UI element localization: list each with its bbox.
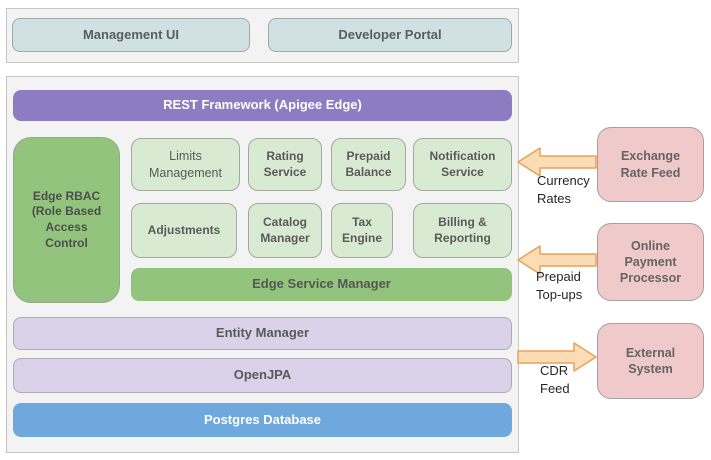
service-catalog-manager: Catalog Manager xyxy=(248,203,322,258)
prepaid-topups-arrow-left-icon xyxy=(517,245,597,275)
rest-framework-bar: REST Framework (Apigee Edge) xyxy=(13,90,512,121)
prepaid-topups-label: Prepaid Top-ups xyxy=(536,269,583,303)
developer-portal-box: Developer Portal xyxy=(268,18,512,52)
monetization-stack-panel: REST Framework (Apigee Edge) Edge RBAC (… xyxy=(6,76,519,453)
management-ui-box: Management UI xyxy=(12,18,250,52)
currency-rates-label: Currency Rates xyxy=(537,173,590,207)
edge-rbac-box: Edge RBAC (Role Based Access Control xyxy=(13,137,120,303)
service-adjustments: Adjustments xyxy=(131,203,237,258)
service-notification-service: Notification Service xyxy=(413,138,512,191)
service-prepaid-balance: Prepaid Balance xyxy=(331,138,406,191)
postgres-database-bar: Postgres Database xyxy=(13,403,512,437)
entity-manager-bar: Entity Manager xyxy=(13,317,512,350)
service-tax-engine: Tax Engine xyxy=(331,203,393,258)
cdr-feed-label: CDR Feed xyxy=(540,363,570,397)
client-apps-panel: Management UI Developer Portal xyxy=(6,8,519,63)
service-limits-management: Limits Management xyxy=(131,138,240,191)
openjpa-bar: OpenJPA xyxy=(13,358,512,393)
currency-rates-arrow-left-icon xyxy=(517,147,597,177)
online-payment-processor-box: Online Payment Processor xyxy=(597,223,704,301)
external-system-box: External System xyxy=(597,323,704,399)
service-rating-service: Rating Service xyxy=(248,138,322,191)
cdr-feed-arrow-right-icon xyxy=(517,342,597,372)
exchange-rate-feed-box: Exchange Rate Feed xyxy=(597,127,704,202)
edge-service-manager-bar: Edge Service Manager xyxy=(131,268,512,301)
service-billing-reporting: Billing & Reporting xyxy=(413,203,512,258)
